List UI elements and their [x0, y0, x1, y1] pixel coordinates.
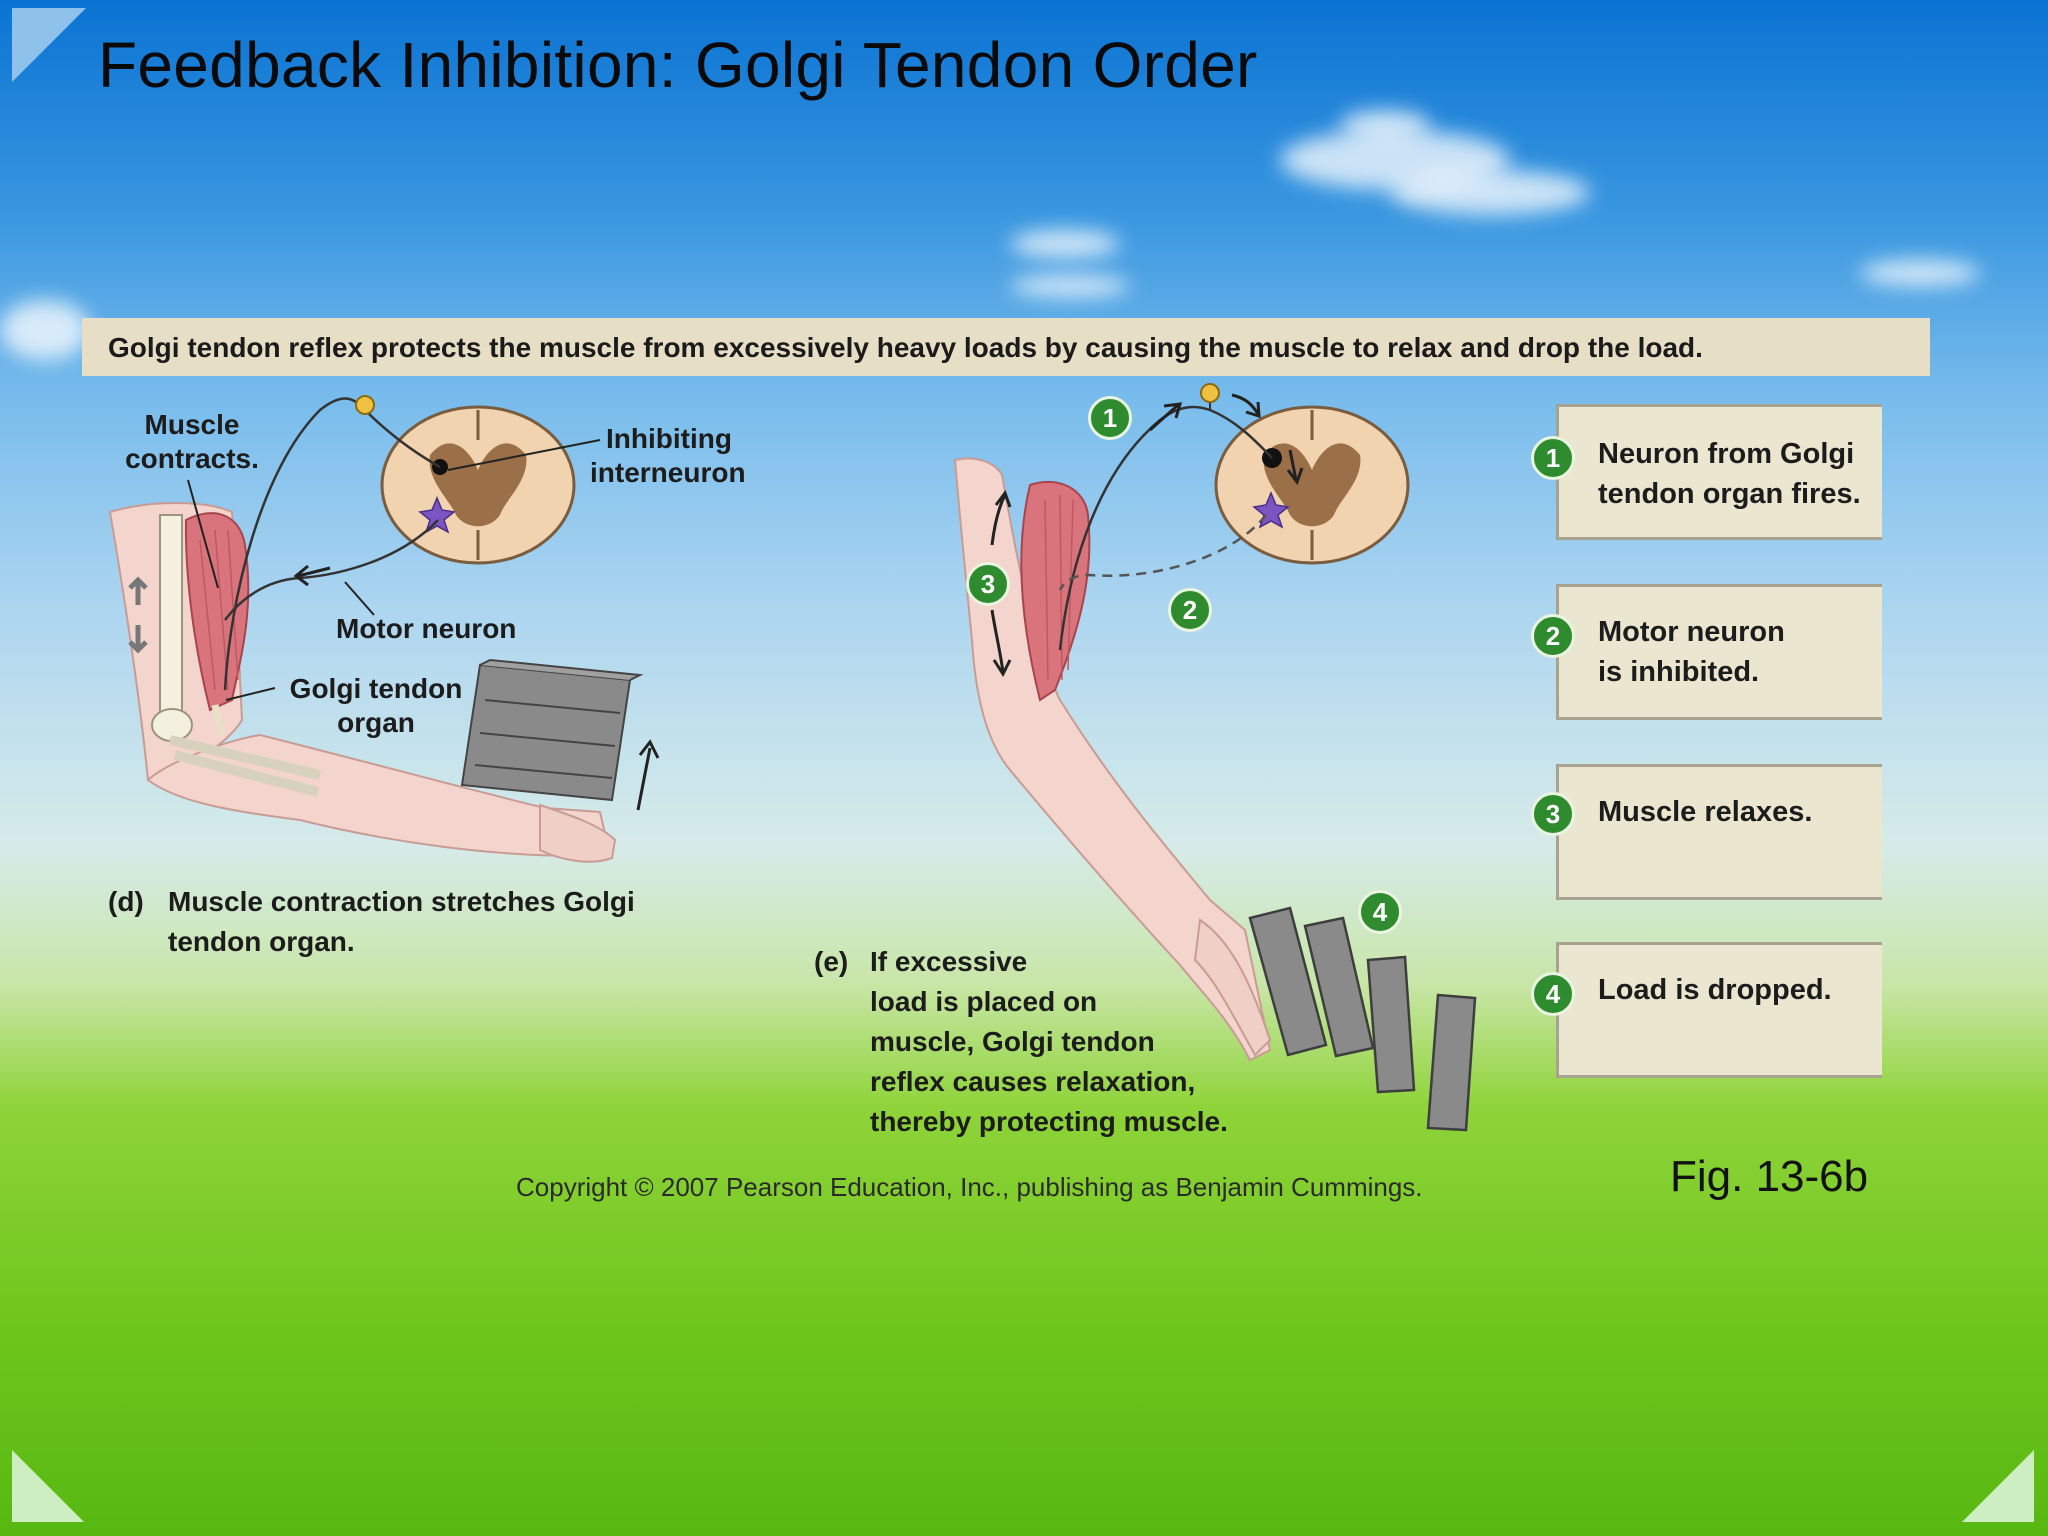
label-golgi-tendon-organ: Golgi tendon organ [276, 672, 476, 740]
step-4-line-1: Load is dropped. [1598, 974, 1832, 1006]
motor-neuron-path-d [224, 519, 439, 621]
contraction-arrows [128, 576, 148, 654]
sensory-arrow-e1 [1149, 402, 1183, 432]
ganglion-d [355, 395, 375, 415]
interneuron-arrow-e [1286, 449, 1304, 486]
motor-neuron-body-e [1252, 491, 1290, 529]
label-interneuron-line-1: Inhibiting [606, 423, 732, 454]
diagram-step-2-badge: 2 [1168, 588, 1212, 632]
cloud [1340, 110, 1430, 140]
sensory-arrow-e2 [1231, 393, 1261, 419]
label-muscle-line-1: Muscle [144, 409, 240, 440]
motor-arrow-d [293, 564, 331, 587]
diagram-step-4-badge: 4 [1358, 890, 1402, 934]
step-4-text: Load is dropped. [1598, 970, 1832, 1010]
cloud [1010, 275, 1130, 297]
biceps-tendon [211, 704, 226, 736]
step-2-line-1: Motor neuron [1598, 616, 1785, 648]
step-1-line-1: Neuron from Golgi [1598, 438, 1855, 470]
caption-panel-e: (e) If excessive load is placed on muscl… [814, 942, 1334, 1142]
label-inhibiting-interneuron: Inhibiting interneuron [590, 422, 746, 490]
corner-triangle-bottom-left [12, 1450, 84, 1522]
hand [539, 803, 617, 863]
leader-golgi [225, 687, 276, 701]
step-box-2 [1556, 584, 1882, 720]
forearm-bones [168, 735, 322, 797]
step-4-badge: 4 [1531, 972, 1575, 1016]
leader-muscle [187, 479, 219, 589]
corner-triangle-top-left [12, 8, 86, 82]
caption-d-tag: (d) [108, 886, 144, 917]
diagram-step-3-badge: 3 [966, 562, 1010, 606]
panel-e-illustration [953, 383, 1477, 1132]
step-2-text: Motor neuron is inhibited. [1598, 612, 1785, 692]
header-band: Golgi tendon reflex protects the muscle … [82, 318, 1930, 376]
diagram-step-1-badge: 1 [1088, 396, 1132, 440]
caption-e-line-2: load is placed on [870, 986, 1098, 1017]
step-1-text: Neuron from Golgi tendon organ fires. [1598, 434, 1861, 514]
caption-e-line-1: If excessive [870, 946, 1028, 977]
step-3-text: Muscle relaxes. [1598, 792, 1812, 832]
cloud [0, 300, 90, 360]
load-stack-d [460, 658, 644, 802]
label-golgi-line-1: Golgi tendon [289, 673, 463, 704]
step-2-line-2: is inhibited. [1598, 656, 1760, 688]
relax-arrow-up [990, 489, 1012, 546]
label-muscle-contracts: Muscle contracts. [112, 408, 272, 476]
step-3-badge: 3 [1531, 792, 1575, 836]
step-box-4 [1556, 942, 1882, 1078]
label-motor-neuron: Motor neuron [336, 613, 517, 644]
relax-arrow-down [990, 609, 1012, 678]
cloud [1390, 170, 1590, 215]
corner-triangle-bottom-right [1962, 1450, 2034, 1522]
caption-d-line-2: tendon organ. [168, 926, 355, 957]
step-box-3 [1556, 764, 1882, 900]
load-up-arrow [636, 739, 660, 811]
spinal-cord-d [380, 405, 576, 565]
step-box-1 [1556, 404, 1882, 540]
cloud [1860, 260, 1980, 286]
caption-e-line-4: reflex causes relaxation, [870, 1066, 1196, 1097]
panel-d-illustration [108, 395, 660, 863]
caption-d-line-1: Muscle contraction stretches Golgi [168, 886, 635, 917]
humerus-bone [159, 514, 183, 716]
copyright-notice: Copyright © 2007 Pearson Education, Inc.… [516, 1172, 1423, 1202]
leader-motor [344, 581, 375, 616]
sensory-neuron-path-d [223, 397, 441, 691]
step-3-line-1: Muscle relaxes. [1598, 796, 1813, 828]
relaxed-hand [1193, 918, 1272, 1057]
motor-neuron-body [418, 496, 456, 534]
leader-interneuron [447, 439, 601, 471]
caption-panel-d: (d) Muscle contraction stretches Golgi t… [108, 882, 748, 962]
step-1-line-2: tendon organ fires. [1598, 478, 1861, 510]
inhibited-motor-path-e [1058, 514, 1267, 591]
header-text: protects the muscle from excessively hea… [363, 332, 1703, 363]
label-muscle-line-2: contracts. [125, 443, 259, 474]
dropped-loads [1248, 906, 1477, 1132]
step-1-badge: 1 [1531, 436, 1575, 480]
figure-number: Fig. 13-6b [1670, 1152, 1869, 1201]
caption-e-line-3: muscle, Golgi tendon [870, 1026, 1155, 1057]
label-interneuron-line-2: interneuron [590, 457, 746, 488]
label-golgi-line-2: organ [337, 707, 415, 738]
ganglion-e [1200, 383, 1220, 403]
step-2-badge: 2 [1531, 614, 1575, 658]
caption-e-tag: (e) [814, 946, 849, 977]
header-bold-term: Golgi tendon reflex [108, 332, 364, 363]
caption-e-line-5: thereby protecting muscle. [870, 1106, 1228, 1137]
slide-title: Feedback Inhibition: Golgi Tendon Order [98, 29, 1258, 101]
cloud [1010, 230, 1120, 258]
